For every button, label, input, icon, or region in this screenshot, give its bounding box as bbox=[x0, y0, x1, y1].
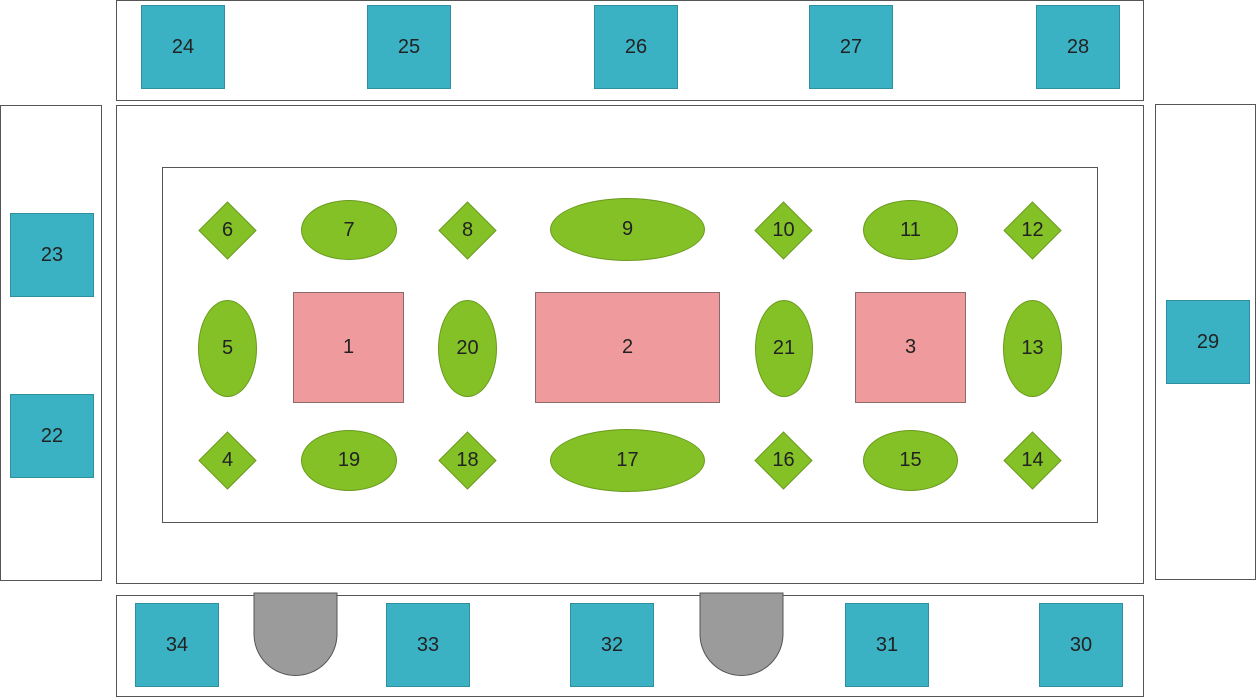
booth-label: 28 bbox=[1066, 35, 1090, 58]
table-15[interactable]: 15 bbox=[863, 430, 958, 491]
booth-label: 26 bbox=[624, 35, 648, 58]
diamond-shape bbox=[438, 201, 497, 260]
booth-label: 24 bbox=[171, 35, 195, 58]
stand-2[interactable]: 2 bbox=[535, 292, 720, 403]
booth-label: 27 bbox=[839, 35, 863, 58]
table-8[interactable]: 8 bbox=[438, 201, 497, 260]
table-14[interactable]: 14 bbox=[1003, 431, 1062, 490]
booth-label: 31 bbox=[875, 633, 899, 656]
booth-28[interactable]: 28 bbox=[1036, 5, 1120, 89]
booth-31[interactable]: 31 bbox=[845, 603, 929, 687]
stand-label: 3 bbox=[904, 336, 917, 358]
table-19[interactable]: 19 bbox=[301, 430, 397, 491]
table-12[interactable]: 12 bbox=[1003, 201, 1062, 260]
table-label: 5 bbox=[221, 337, 234, 359]
table-6[interactable]: 6 bbox=[198, 201, 257, 260]
table-label: 13 bbox=[1021, 337, 1044, 359]
table-label: 15 bbox=[899, 449, 922, 471]
booth-34[interactable]: 34 bbox=[135, 603, 219, 687]
table-label: 21 bbox=[772, 337, 796, 359]
table-label: 20 bbox=[456, 337, 479, 359]
table-label: 7 bbox=[343, 218, 355, 241]
booth-label: 32 bbox=[600, 633, 624, 656]
table-18[interactable]: 18 bbox=[438, 431, 497, 490]
table-17[interactable]: 17 bbox=[550, 429, 705, 492]
table-label: 11 bbox=[900, 218, 921, 241]
booth-label: 23 bbox=[40, 243, 64, 266]
diamond-shape bbox=[754, 431, 813, 490]
table-11[interactable]: 11 bbox=[863, 200, 958, 260]
table-5[interactable]: 5 bbox=[198, 300, 257, 397]
booth-23[interactable]: 23 bbox=[10, 213, 94, 297]
diamond-shape bbox=[438, 431, 497, 490]
booth-29[interactable]: 29 bbox=[1166, 300, 1250, 384]
booth-26[interactable]: 26 bbox=[594, 5, 678, 89]
booth-22[interactable]: 22 bbox=[10, 394, 94, 478]
diamond-shape bbox=[198, 201, 257, 260]
booth-label: 30 bbox=[1069, 633, 1093, 656]
table-label: 19 bbox=[337, 449, 361, 471]
left-column-area bbox=[0, 105, 102, 581]
table-9[interactable]: 9 bbox=[550, 198, 705, 261]
booth-30[interactable]: 30 bbox=[1039, 603, 1123, 687]
table-label: 10 bbox=[772, 219, 795, 241]
stand-label: 2 bbox=[621, 336, 634, 358]
table-13[interactable]: 13 bbox=[1003, 300, 1062, 397]
diamond-shape bbox=[198, 431, 257, 490]
table-label: 16 bbox=[772, 449, 795, 471]
table-20[interactable]: 20 bbox=[438, 300, 497, 397]
table-10[interactable]: 10 bbox=[754, 201, 813, 260]
table-7[interactable]: 7 bbox=[301, 200, 397, 260]
entrance-door-left bbox=[253, 592, 338, 676]
booth-label: 33 bbox=[416, 633, 440, 656]
booth-label: 29 bbox=[1196, 330, 1220, 353]
stand-label: 1 bbox=[342, 336, 355, 358]
table-label: 4 bbox=[221, 449, 234, 471]
table-label: 9 bbox=[621, 218, 634, 240]
entrance-door-right bbox=[699, 592, 784, 676]
table-label: 8 bbox=[461, 219, 474, 241]
booth-25[interactable]: 25 bbox=[367, 5, 451, 89]
table-21[interactable]: 21 bbox=[755, 300, 813, 397]
diamond-shape bbox=[1003, 201, 1062, 260]
booth-24[interactable]: 24 bbox=[141, 5, 225, 89]
table-label: 14 bbox=[1021, 449, 1044, 471]
table-label: 12 bbox=[1021, 219, 1044, 241]
table-16[interactable]: 16 bbox=[754, 431, 813, 490]
booth-27[interactable]: 27 bbox=[809, 5, 893, 89]
booth-label: 22 bbox=[40, 424, 64, 447]
booth-label: 34 bbox=[165, 633, 189, 656]
diamond-shape bbox=[754, 201, 813, 260]
diamond-shape bbox=[1003, 431, 1062, 490]
table-label: 17 bbox=[616, 449, 639, 471]
stand-3[interactable]: 3 bbox=[855, 292, 966, 403]
booth-label: 25 bbox=[397, 35, 421, 58]
booth-33[interactable]: 33 bbox=[386, 603, 470, 687]
stand-1[interactable]: 1 bbox=[293, 292, 404, 403]
table-label: 18 bbox=[456, 449, 479, 471]
table-label: 6 bbox=[221, 219, 234, 241]
table-4[interactable]: 4 bbox=[198, 431, 257, 490]
booth-32[interactable]: 32 bbox=[570, 603, 654, 687]
